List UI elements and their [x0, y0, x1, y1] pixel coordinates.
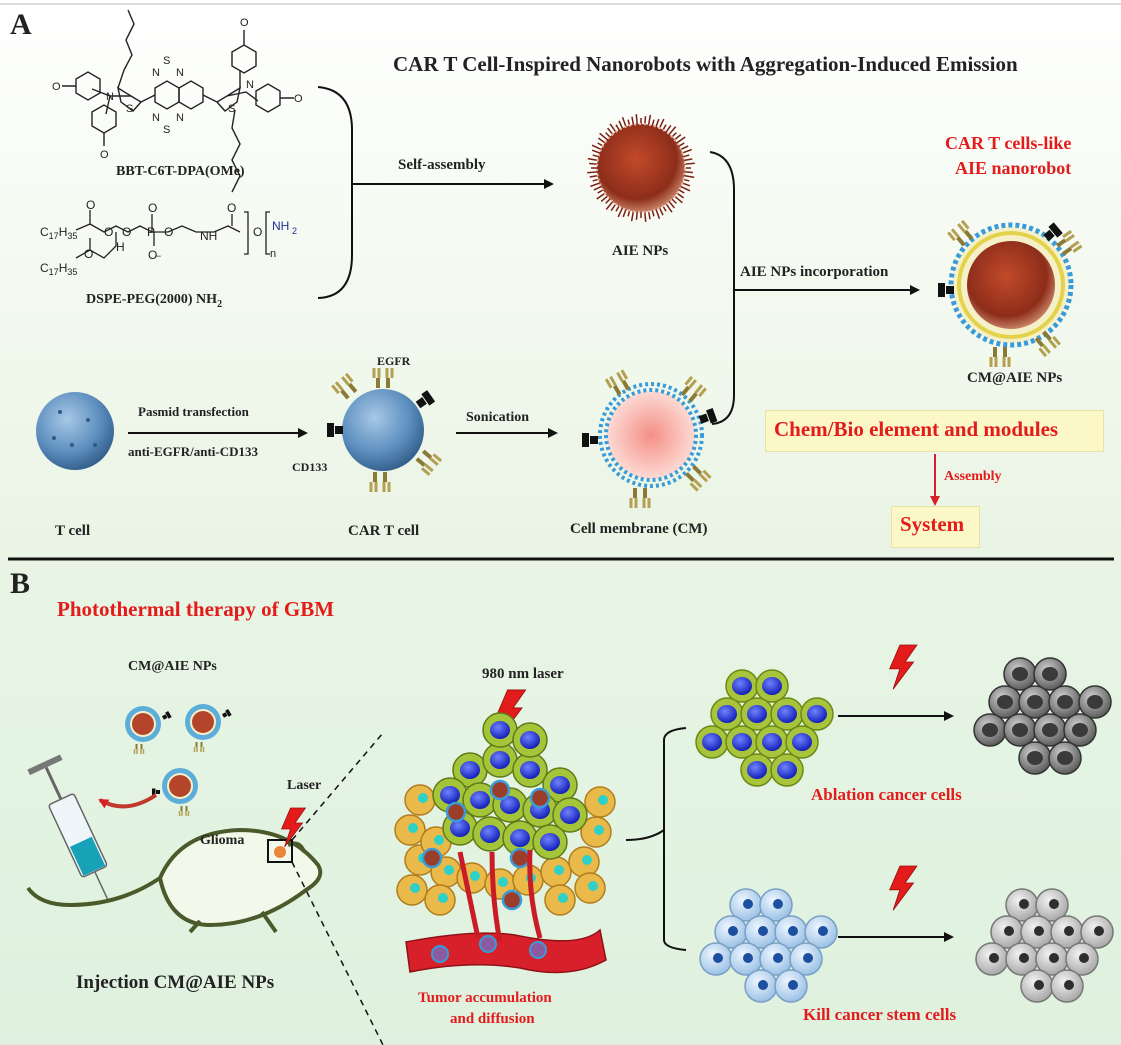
laser-980-label: 980 nm laser: [482, 666, 564, 682]
svg-text:N: N: [176, 112, 184, 124]
nanorobot-graphic: [938, 218, 1084, 369]
stem-cells-dead-graphic: [975, 888, 1114, 1003]
b-cm-aie-nps-label: CM@AIE NPs: [128, 659, 217, 674]
svg-text:N: N: [106, 91, 114, 103]
svg-text:NH: NH: [200, 229, 217, 243]
tumor-label-line1: Tumor accumulation: [418, 990, 552, 1006]
cancer-cells-live-graphic: [695, 669, 834, 787]
transfection-label: Pasmid transfection: [138, 404, 249, 419]
blood-vessel-graphic: [405, 849, 607, 974]
t-cell-graphic: [36, 392, 114, 470]
svg-text:NH: NH: [272, 219, 289, 233]
svg-text:O: O: [100, 149, 109, 161]
svg-text:P: P: [147, 225, 155, 239]
panel-a-letter: A: [10, 8, 32, 41]
svg-text:N: N: [152, 67, 160, 79]
svg-text:−: −: [156, 251, 161, 261]
cell-membrane-graphic: [582, 368, 718, 510]
ablation-label: Ablation cancer cells: [811, 785, 962, 804]
svg-text:S: S: [228, 103, 235, 115]
glioma-spot: [274, 846, 286, 858]
glioma-box: [267, 839, 293, 863]
laser-label: Laser: [287, 778, 322, 793]
svg-text:O: O: [84, 247, 93, 261]
incorporation-label: AIE NPs incorporation: [740, 264, 889, 280]
cell-membrane-label: Cell membrane (CM): [570, 521, 708, 537]
cancer-cells-dead-graphic: [973, 657, 1112, 775]
antibodies-label: anti-EGFR/anti-CD133: [128, 444, 258, 459]
molecule-dspe-structure: [75, 210, 270, 259]
svg-text:2: 2: [292, 226, 297, 236]
svg-text:n: n: [270, 248, 276, 260]
stem-cells-live-graphic: [699, 888, 838, 1003]
molecule1-name: BBT-C6T-DPA(OMe): [116, 164, 245, 179]
self-assembly-label: Self-assembly: [398, 157, 486, 173]
kill-label: Kill cancer stem cells: [803, 1005, 957, 1024]
svg-text:H: H: [116, 240, 125, 254]
zoom-line-bottom: [291, 861, 384, 1045]
bracket-outcomes: [625, 727, 687, 951]
svg-text:C17H35: C17H35: [40, 261, 77, 277]
cd133-label: CD133: [292, 460, 328, 474]
nanorobot-title-line2: AIE nanorobot: [955, 158, 1072, 178]
chem-bio-highlight: [765, 410, 1104, 452]
lightning-icon-kill: [889, 865, 918, 911]
svg-text:O: O: [253, 225, 262, 239]
egfr-label: EGFR: [377, 354, 411, 368]
panel-b-title: Photothermal therapy of GBM: [57, 597, 335, 621]
nanorobot-title-line1: CAR T cells-like: [945, 133, 1072, 153]
svg-text:N: N: [176, 67, 184, 79]
aie-nps-label: AIE NPs: [612, 243, 669, 259]
svg-text:O: O: [227, 201, 236, 215]
svg-text:O: O: [164, 225, 173, 239]
syringe-graphic: [27, 754, 109, 900]
sonication-label: Sonication: [466, 410, 530, 425]
glioma-label: Glioma: [200, 833, 245, 848]
zoom-line-top: [291, 732, 384, 841]
system-label: System: [900, 512, 965, 536]
small-nanorobots: [125, 704, 232, 817]
svg-text:N: N: [152, 112, 160, 124]
tumor-label-line2: and diffusion: [450, 1011, 535, 1027]
svg-text:O: O: [148, 201, 157, 215]
panel-b-letter: B: [10, 567, 31, 600]
injection-label: Injection CM@AIE NPs: [76, 972, 275, 993]
car-t-cell-label: CAR T cell: [348, 523, 420, 539]
bracket-incorporation: [709, 151, 735, 425]
molecule2-name: DSPE-PEG(2000) NH2: [86, 292, 223, 310]
car-t-cell-graphic: [327, 366, 444, 494]
svg-text:N: N: [246, 79, 254, 91]
svg-text:S: S: [126, 103, 133, 115]
lightning-icon-ablation: [889, 644, 918, 690]
svg-text:O: O: [122, 225, 131, 239]
injection-arrow: [98, 793, 158, 809]
assembly-label: Assembly: [944, 469, 1002, 484]
svg-text:O: O: [52, 81, 61, 93]
panel-a-title: CAR T Cell-Inspired Nanorobots with Aggr…: [393, 52, 1018, 76]
svg-text:O: O: [294, 93, 303, 105]
svg-text:O: O: [86, 198, 95, 212]
system-highlight: [891, 506, 980, 548]
tumor-cluster-graphic: [394, 712, 616, 916]
bracket-molecules: [317, 86, 353, 299]
chem-bio-label: Chem/Bio element and modules: [774, 417, 1059, 441]
svg-text:C17H35: C17H35: [40, 225, 77, 241]
svg-text:S: S: [163, 124, 170, 136]
svg-text:O: O: [104, 225, 113, 239]
svg-text:S: S: [163, 55, 170, 67]
svg-text:O: O: [148, 248, 157, 262]
svg-text:O: O: [240, 17, 249, 29]
t-cell-label: T cell: [55, 523, 91, 539]
cm-aie-nps-label: CM@AIE NPs: [967, 370, 1063, 386]
aie-np-particle: [587, 114, 695, 222]
molecule-bbt-structure: [62, 9, 294, 193]
